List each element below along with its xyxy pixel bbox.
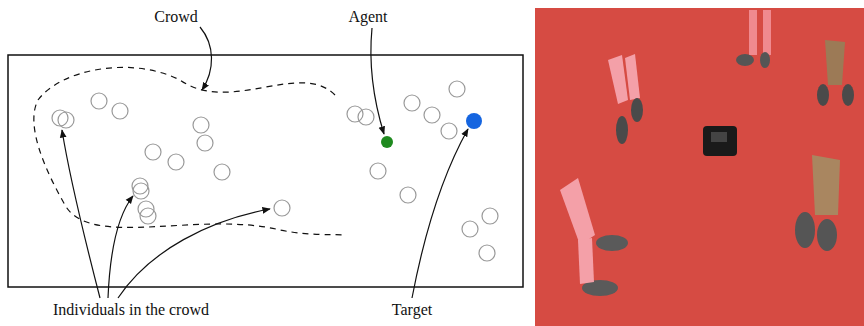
crowd-individual [482, 208, 498, 224]
crowd-individual [358, 109, 374, 125]
leader-arrows [62, 27, 468, 298]
callout-label: Individuals in the crowd [51, 302, 211, 318]
crowd-individual [214, 164, 230, 180]
crowd-individual [400, 187, 416, 203]
crowd-individual [441, 123, 457, 139]
robot-photo [535, 8, 864, 326]
callout-label: Target [390, 302, 434, 318]
crowd-individual [274, 200, 290, 216]
crowd-individual [193, 117, 209, 133]
crowd-individual [133, 183, 149, 199]
crowd-individual [479, 245, 495, 261]
callout-label: Crowd [152, 9, 200, 25]
crowd-individual [140, 208, 156, 224]
crowd-circles [52, 81, 498, 261]
crowd-individual [404, 95, 420, 111]
arena-border [8, 55, 523, 287]
crowd-individual [58, 112, 74, 128]
crowd-individual [370, 163, 386, 179]
callout-label: Agent [346, 9, 389, 25]
crowd-individual [424, 107, 440, 123]
agent-dot [381, 136, 393, 148]
crowd-individual [112, 103, 128, 119]
crowd-individual [168, 154, 184, 170]
crowd-outline [34, 67, 345, 235]
crowd-individual [462, 221, 478, 237]
target-dot [466, 113, 482, 129]
crowd-individual [197, 135, 213, 151]
crowd-individual [145, 144, 161, 160]
crowd-individual [91, 93, 107, 109]
crowd-individual [449, 81, 465, 97]
crowd-individual [347, 106, 363, 122]
